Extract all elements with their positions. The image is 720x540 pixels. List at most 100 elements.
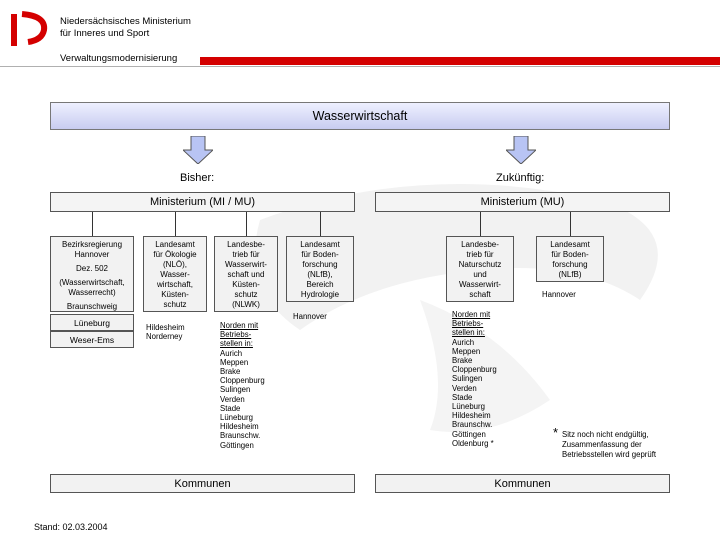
connector-line <box>175 212 176 236</box>
header-divider <box>0 66 720 67</box>
bez-lueneburg: Lüneburg <box>74 317 110 328</box>
title-text: Wasserwirtschaft <box>312 109 408 123</box>
place: Aurich <box>220 348 243 358</box>
place-head: Norden mit <box>220 321 259 330</box>
connector-line <box>570 212 571 236</box>
betrieb-places: Norden mit Betriebs- stellen in: Aurich … <box>452 310 497 448</box>
bezirksregierung-box: Bezirksregierung Hannover Dez. 502 (Wass… <box>50 236 134 312</box>
nloe-line: schutz <box>163 300 187 309</box>
connector-line <box>92 212 93 236</box>
nlfb-line: für Boden- <box>301 250 339 259</box>
ministry-right-text: Ministerium (MU) <box>480 196 565 208</box>
bez-line: Bezirksregierung <box>61 240 123 249</box>
kommunen-box-right: Kommunen <box>375 474 670 493</box>
nloe-line: Küsten- <box>161 290 189 299</box>
label-zukuenftig: Zukünftig: <box>496 172 545 184</box>
nlwk-line: Küsten- <box>232 280 260 289</box>
place: Cloppenburg <box>452 365 497 375</box>
kommunen-right-text: Kommunen <box>494 477 551 490</box>
nlwk-line: schutz <box>234 290 258 299</box>
nlfb-line: (NLfB) <box>558 270 582 279</box>
place: Braunschw. <box>220 431 261 441</box>
footnote-line: Betriebsstellen wird geprüft <box>562 450 657 459</box>
place: Brake <box>220 367 241 377</box>
place: Stade <box>220 403 241 413</box>
place: Meppen <box>452 346 481 356</box>
nlfb-line: Landesamt <box>300 240 340 249</box>
arrow-down-icon <box>506 136 536 164</box>
connector-line <box>320 212 321 236</box>
nlfb-line: für Boden- <box>551 250 589 259</box>
ministry-logo <box>11 11 48 46</box>
betrieb-line: und <box>473 270 487 279</box>
bez-weser-ems-box: Weser-Ems <box>50 331 134 348</box>
nlfb-line: Hydrologie <box>300 290 340 299</box>
bez-scope: (Wasserwirtschaft, Wasserrecht) <box>53 278 131 298</box>
place: Brake <box>452 356 473 366</box>
nloe-places: Hildesheim Norderney <box>146 323 185 341</box>
arrow-down-icon <box>183 136 213 164</box>
place-head: Norden mit <box>452 310 491 319</box>
ministry-box-left: Ministerium (MI / MU) <box>50 192 355 212</box>
footnote-star: * <box>553 425 559 440</box>
nlfb-right-place: Hannover <box>542 290 576 299</box>
nlwk-line: Wasserwirt- <box>225 260 267 269</box>
place: Cloppenburg <box>220 376 265 386</box>
landesbetrieb-box: Landesbe- trieb für Naturschutz und Wass… <box>446 236 514 302</box>
bez-dezernat: Dez. 502 <box>75 264 109 273</box>
header-red-bar <box>200 57 720 65</box>
place: Stade <box>452 392 473 402</box>
place: Aurich <box>452 337 475 347</box>
place: Hildesheim <box>220 422 259 432</box>
nlwk-line: schaft und <box>227 270 265 279</box>
place-head: Betriebs- <box>452 319 484 329</box>
nloe-line: (NLÖ), <box>163 260 187 269</box>
nlfb-line: (NLfB), <box>307 270 333 279</box>
betrieb-line: Naturschutz <box>458 260 502 269</box>
kommunen-box-left: Kommunen <box>50 474 355 493</box>
nlwk-places: Norden mit Betriebs- stellen in: Aurich … <box>220 321 265 450</box>
nlwk-box: Landesbe- trieb für Wasserwirt- schaft u… <box>214 236 278 312</box>
nlfb-line: forschung <box>552 260 588 269</box>
betrieb-line: trieb für <box>466 250 494 259</box>
bez-line: (Wasserwirtschaft, <box>59 278 125 287</box>
place: Göttingen <box>220 440 254 450</box>
bez-lueneburg-box: Lüneburg <box>50 314 134 331</box>
bez-weser-ems: Weser-Ems <box>69 334 115 345</box>
header-subtitle: Verwaltungsmodernisierung <box>60 53 178 64</box>
footnote-text: Sitz noch nicht endgültig, Zusammenfassu… <box>562 430 656 460</box>
nlwk-line: (NLWK) <box>232 300 260 309</box>
place: Sulingen <box>220 385 251 395</box>
date-stand: Stand: 02.03.2004 <box>34 522 108 532</box>
nloe-box: Landesamt für Ökologie (NLÖ), Wasser- wi… <box>143 236 207 312</box>
nlfb-right-box: Landesamt für Boden- forschung (NLfB) <box>536 236 604 282</box>
title-bar: Wasserwirtschaft <box>50 102 670 130</box>
bez-line: Hannover <box>74 250 110 259</box>
nloe-line: Wasser- <box>160 270 190 279</box>
place: Hildesheim <box>452 411 491 421</box>
place-head: stellen in: <box>452 328 485 338</box>
place-head: stellen in: <box>220 339 253 349</box>
betrieb-line: schaft <box>469 290 491 299</box>
nloe-line: Landesamt <box>155 240 195 249</box>
place: Meppen <box>220 357 249 367</box>
place: Verden <box>452 383 477 393</box>
place-head: Betriebs- <box>220 330 252 340</box>
nlfb-left-box: Landesamt für Boden- forschung (NLfB), B… <box>286 236 354 302</box>
nlwk-line: Landesbe- <box>227 240 265 249</box>
nlfb-line: Landesamt <box>550 240 590 249</box>
ministry-left-text: Ministerium (MI / MU) <box>149 196 256 208</box>
bez-hannover: Bezirksregierung Hannover <box>53 240 131 260</box>
place: Sulingen <box>452 374 483 384</box>
nlfb-line: Bereich <box>306 280 334 289</box>
place: Hildesheim <box>146 323 185 332</box>
nlfb-left-place: Hannover <box>293 312 327 321</box>
place: Lüneburg <box>220 413 253 423</box>
betrieb-line: Wasserwirt- <box>459 280 501 289</box>
footnote-line: Sitz noch nicht endgültig, <box>562 430 649 439</box>
footnote-line: Zusammenfassung der <box>562 440 642 449</box>
connector-line <box>480 212 481 236</box>
nloe-line: für Ökologie <box>153 250 197 259</box>
ministry-name-line1: Niedersächsisches Ministerium <box>60 16 191 27</box>
ministry-name-line2: für Inneres und Sport <box>60 28 150 39</box>
